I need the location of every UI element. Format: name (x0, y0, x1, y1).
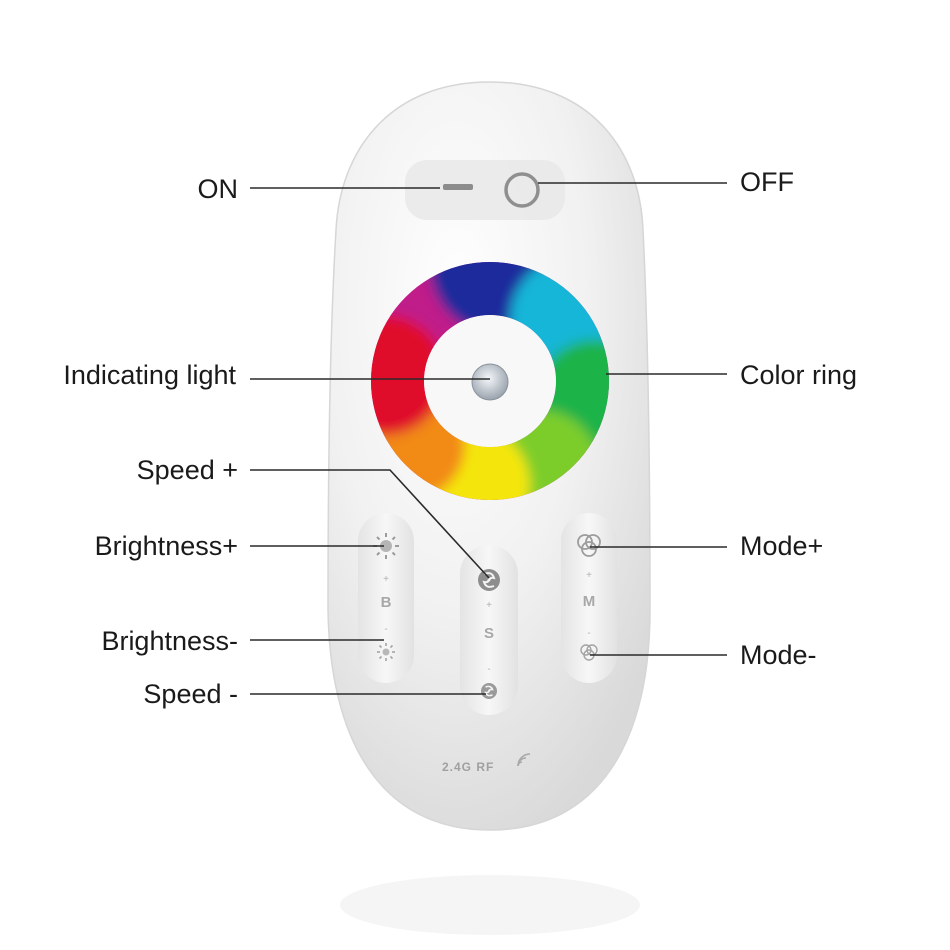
power-panel (405, 160, 565, 220)
label-mode-minus: Mode- (740, 640, 817, 670)
label-indicating-light: Indicating light (63, 360, 236, 390)
leader-speed-plus (250, 469, 490, 579)
label-brightness-minus: Brightness- (101, 626, 238, 656)
label-brightness-plus: Brightness+ (95, 531, 238, 561)
swirl-small-icon[interactable] (481, 683, 497, 699)
brightness-letter: B (381, 594, 392, 611)
label-on: ON (198, 174, 239, 204)
label-mode-plus: Mode+ (740, 531, 823, 561)
remote-reflection (340, 875, 640, 935)
brightness-plus-sign: + (383, 574, 389, 585)
mode-minus-sign: - (587, 628, 590, 639)
wifi-arc-icon (517, 753, 531, 767)
swirl-icon[interactable] (478, 569, 500, 591)
speed-minus-sign: - (487, 664, 490, 675)
mode-pill (561, 513, 617, 683)
speed-pill (460, 545, 518, 715)
mode-plus-sign: + (586, 570, 592, 581)
three-circles-icon[interactable] (577, 534, 601, 557)
speed-letter: S (484, 625, 494, 642)
indicating-light (471, 363, 509, 401)
speed-plus-sign: + (486, 600, 492, 611)
brightness-minus-sign: - (384, 624, 387, 635)
rf-marking: 2.4G RF (442, 760, 494, 774)
label-speed-minus: Speed - (143, 679, 238, 709)
label-color-ring: Color ring (740, 360, 857, 390)
label-speed-plus: Speed + (137, 455, 238, 485)
mode-letter: M (583, 593, 596, 610)
off-button[interactable] (504, 172, 540, 208)
sun-small-icon[interactable] (377, 643, 395, 661)
on-button[interactable] (443, 184, 473, 190)
label-off: OFF (740, 167, 794, 197)
